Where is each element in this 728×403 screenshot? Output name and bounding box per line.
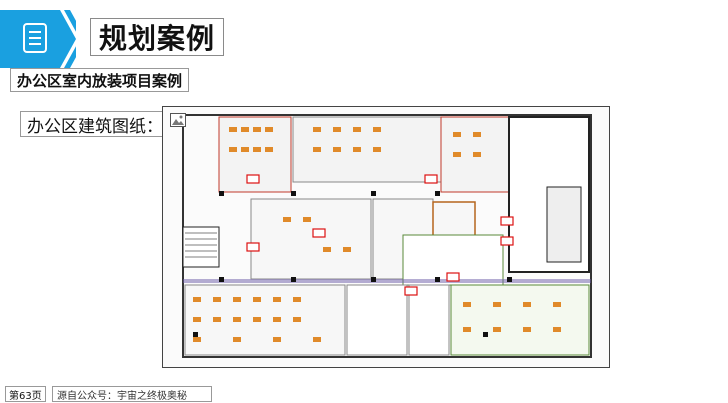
document-list-icon: [23, 23, 47, 53]
page-title: 规划案例: [90, 18, 225, 56]
page-number-text: 第63页: [9, 390, 42, 402]
source-note-text: 源自公众号：宇宙之终极奥秘: [57, 390, 187, 402]
plan-caption-text: 办公区建筑图纸：: [27, 116, 163, 137]
section-subtitle-text: 办公区室内放装项目案例: [17, 71, 183, 90]
floor-plan-drawing: [182, 114, 592, 358]
floor-plan-image: [162, 106, 610, 368]
page-title-text: 规划案例: [99, 22, 216, 55]
image-placeholder-icon: [170, 113, 186, 127]
source-note: 源自公众号：宇宙之终极奥秘: [52, 386, 212, 402]
section-subtitle: 办公区室内放装项目案例: [10, 68, 190, 92]
plan-caption: 办公区建筑图纸：: [20, 111, 170, 137]
header-accent: [0, 10, 76, 68]
page-number: 第63页: [5, 386, 46, 402]
